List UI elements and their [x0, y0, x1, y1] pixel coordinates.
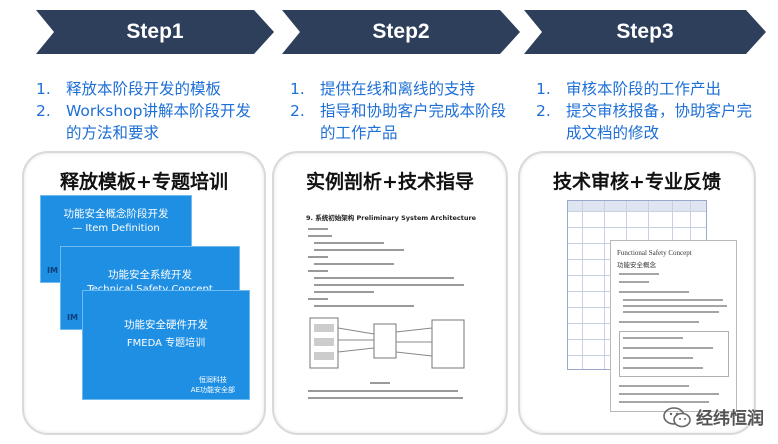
- bullet-text: 提交审核报备，协助客户完成文档的修改: [566, 102, 753, 142]
- bullet-number: 1.: [536, 80, 551, 98]
- bullet-text: 指导和协助客户完成本阶段的工作产品: [320, 102, 507, 142]
- step2-arrow: Step2: [282, 10, 520, 54]
- panel-title: 释放模板+专题培训: [60, 171, 228, 193]
- document-heading: 9. 系统初始架构 Preliminary System Architectur…: [306, 214, 477, 222]
- bullet-number: 1.: [36, 80, 51, 98]
- step3-arrow: Step3: [524, 10, 766, 54]
- step2-label: Step2: [372, 20, 430, 43]
- slide-footer: AE功能安全部: [190, 386, 235, 394]
- slide-title: 功能安全硬件开发: [124, 319, 208, 331]
- bullet-text: 审核本阶段的工作产出: [566, 80, 722, 98]
- panel-title: 技术审核+专业反馈: [553, 171, 721, 193]
- chevron-arrow-icon: [36, 10, 274, 54]
- bullet-number: 2.: [36, 102, 51, 120]
- architecture-document: 9. 系统初始架构 Preliminary System Architectur…: [300, 204, 476, 410]
- step2-bullets: 1. 提供在线和离线的支持 2. 指导和协助客户完成本阶段的工作产品: [290, 78, 516, 144]
- wechat-logo-icon: [663, 406, 691, 427]
- bullet-number: 2.: [290, 102, 305, 120]
- functional-safety-document: Functional Safety Concept 功能安全概念: [610, 240, 737, 412]
- panel-title: 实例剖析+技术指导: [306, 171, 474, 193]
- watermark-text: 经纬恒润: [696, 409, 764, 429]
- list-item: 1. 释放本阶段开发的模板: [36, 78, 262, 100]
- step3-bullets: 1. 审核本阶段的工作产出 2. 提交审核报备，协助客户完成文档的修改: [536, 78, 762, 144]
- list-item: 1. 审核本阶段的工作产出: [536, 78, 762, 100]
- chevron-arrow-icon: [524, 10, 766, 54]
- chevron-arrow-icon: [282, 10, 520, 54]
- training-slide: 功能安全硬件开发 FMEDA 专题培训 恒润科技 AE功能安全部: [82, 290, 250, 400]
- architecture-diagram-icon: [309, 317, 465, 369]
- step1-label: Step1: [126, 20, 184, 43]
- slide-title: 功能安全系统开发: [108, 269, 192, 281]
- list-item: 2. Workshop讲解本阶段开发的方法和要求: [36, 100, 262, 144]
- slide-subtitle: FMEDA 专题培训: [126, 338, 206, 349]
- slide-title: 功能安全概念阶段开发: [63, 208, 169, 220]
- step1-bullets: 1. 释放本阶段开发的模板 2. Workshop讲解本阶段开发的方法和要求: [36, 78, 262, 144]
- list-item: 2. 提交审核报备，协助客户完成文档的修改: [536, 100, 762, 144]
- step1-arrow: Step1: [36, 10, 274, 54]
- slide-subtitle: Technical Safety Concept: [61, 284, 239, 295]
- bullet-number: 1.: [290, 80, 305, 98]
- bullet-text: Workshop讲解本阶段开发的方法和要求: [66, 102, 251, 142]
- slide-subtitle: — Item Definition: [72, 223, 160, 234]
- list-item: 2. 指导和协助客户完成本阶段的工作产品: [290, 100, 516, 144]
- slide-footer: 恒润科技: [198, 376, 227, 384]
- document-subtitle: 功能安全概念: [617, 261, 656, 269]
- step3-label: Step3: [616, 20, 674, 43]
- list-item: 1. 提供在线和离线的支持: [290, 78, 516, 100]
- bullet-text: 提供在线和离线的支持: [320, 80, 476, 98]
- document-title: Functional Safety Concept: [617, 249, 692, 257]
- company-logo-icon: IM: [67, 313, 78, 322]
- watermark: 经纬恒润: [662, 404, 764, 429]
- bullet-number: 2.: [536, 102, 551, 120]
- company-logo-icon: IM: [47, 266, 58, 275]
- bullet-text: 释放本阶段开发的模板: [66, 80, 222, 98]
